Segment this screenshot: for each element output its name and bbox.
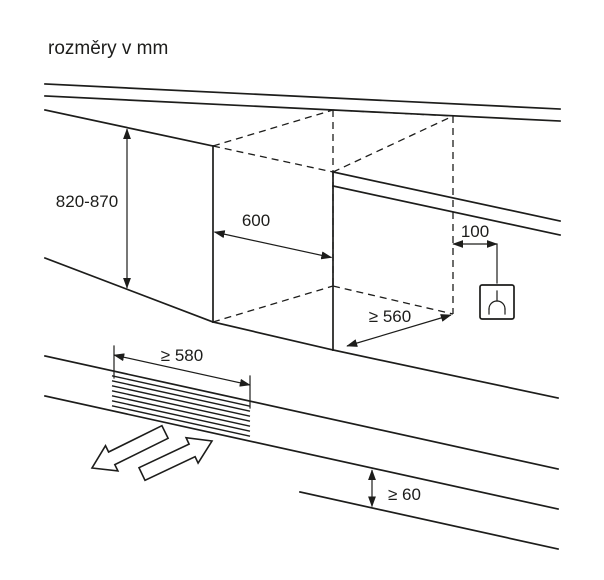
worktop-vent-detail: ≥ 580 ≥ 60 (43, 345, 560, 551)
outlet-socket-arc (488, 300, 506, 310)
niche-depth-bottom-left-edge (212, 285, 334, 323)
dim-worktop-clearance-arrow (113, 353, 251, 387)
niche-depth-top-left-edge (212, 109, 334, 147)
dim-outlet-offset-label: 100 (461, 222, 489, 241)
cabinet-top-edge (43, 108, 215, 148)
dim-niche-width-label: 600 (242, 211, 270, 230)
niche-back-top-edge (332, 109, 454, 117)
dim-niche-width: 600 (213, 211, 333, 260)
airflow-in-arrow (137, 436, 214, 482)
hatch-line (111, 395, 251, 427)
outlet-icon (479, 284, 515, 320)
floor-edge-right (331, 348, 560, 400)
dim-worktop-clearance: ≥ 580 (113, 345, 251, 409)
niche-hidden-edges (212, 109, 454, 323)
wall-line-lower (44, 95, 561, 122)
dim-outlet-offset: 100 (452, 222, 498, 284)
wall-line-upper (44, 83, 561, 110)
worktop-front-edge-right-lower (331, 184, 562, 237)
dim-vent-gap: ≥ 60 (368, 469, 421, 508)
niche-top-front-edge (212, 145, 334, 173)
perspective-view: 820-870 600 ≥ 560 100 (43, 83, 562, 400)
dim-niche-depth-arrow (346, 314, 452, 347)
dim-worktop-clearance-label: ≥ 580 (161, 346, 203, 365)
hatch-line (111, 385, 251, 417)
detail-lower-line (298, 490, 560, 551)
dim-niche-depth-label: ≥ 560 (369, 307, 411, 326)
airflow-out-arrow (90, 424, 170, 472)
dim-niche-height: 820-870 (56, 128, 131, 289)
niche-depth-top-right-edge (332, 115, 454, 173)
dim-niche-height-label: 820-870 (56, 192, 118, 211)
worktop-front-edge-right-upper (331, 170, 562, 223)
diagram-title: rozměry v mm (48, 38, 168, 59)
niche-back-bottom-edge (332, 285, 454, 315)
hatch-line (111, 390, 251, 422)
dim-vent-gap-label: ≥ 60 (388, 485, 421, 504)
detail-bottom-line (43, 394, 560, 511)
outlet-box (479, 284, 515, 320)
dim-niche-depth: ≥ 560 (346, 307, 452, 347)
dim-niche-width-arrow (213, 230, 333, 260)
niche-bottom-front-edge (211, 320, 335, 352)
hatch-line (111, 400, 251, 432)
hatch-line (111, 405, 251, 437)
cabinet-bottom-edge (43, 256, 215, 324)
